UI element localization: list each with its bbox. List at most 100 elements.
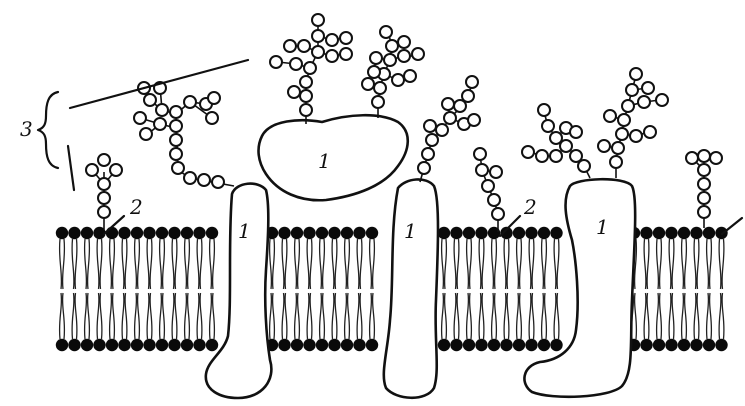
sugar-residue xyxy=(482,180,494,192)
sugar-residue xyxy=(380,26,392,38)
lipid-head-inner xyxy=(303,339,315,351)
lipid-head-inner xyxy=(156,339,168,351)
sugar-residue xyxy=(98,178,110,190)
sugar-residue xyxy=(326,34,338,46)
lipid-tail xyxy=(320,239,325,339)
sugar-residue xyxy=(476,164,488,176)
sugar-residue xyxy=(550,132,562,144)
sugar-residue xyxy=(622,100,634,112)
sugar-residue xyxy=(444,112,456,124)
sugar-residue xyxy=(170,148,182,160)
lipid-head-inner xyxy=(316,339,328,351)
lipid-head-outer xyxy=(341,227,353,239)
lipid-head-inner xyxy=(56,339,68,351)
lipid-head-inner xyxy=(538,339,550,351)
label-protein-left: 1 xyxy=(238,219,251,243)
glycolipid-leader-right xyxy=(722,218,742,234)
lipid-head-inner xyxy=(131,339,143,351)
sugar-residue xyxy=(86,164,98,176)
sugar-residue xyxy=(550,150,562,162)
label-glycolipid-left: 2 xyxy=(129,195,143,219)
sugar-residue xyxy=(392,74,404,86)
lipid-tail xyxy=(504,239,509,339)
lipid-head-outer xyxy=(81,227,93,239)
lipid-tail xyxy=(60,239,65,339)
sugar-residue xyxy=(374,82,386,94)
lipid-head-outer xyxy=(450,227,462,239)
sugar-residue xyxy=(422,148,434,160)
sugar-residue xyxy=(698,150,710,162)
lipid-head-inner xyxy=(703,339,715,351)
lipid-head-outer xyxy=(475,227,487,239)
lipid-head-outer xyxy=(206,227,218,239)
lipid-head-inner xyxy=(68,339,80,351)
lipid-head-outer xyxy=(703,227,715,239)
sugar-residue xyxy=(656,94,668,106)
sugar-residue xyxy=(398,50,410,62)
sugar-residue xyxy=(312,14,324,26)
sugar-residue xyxy=(418,162,430,174)
lipid-head-outer xyxy=(665,227,677,239)
sugar-residue xyxy=(630,130,642,142)
sugar-residue xyxy=(284,40,296,52)
lipid-head-inner xyxy=(488,339,500,351)
lipid-head-inner xyxy=(206,339,218,351)
lipid-head-inner xyxy=(525,339,537,351)
lipid-tail xyxy=(357,239,362,339)
lipid-tail xyxy=(332,239,337,339)
lipid-tail xyxy=(110,239,115,339)
lipid-head-outer xyxy=(463,227,475,239)
lipid-head-inner xyxy=(513,339,525,351)
lipid-head-inner xyxy=(550,339,562,351)
sugar-residue xyxy=(686,152,698,164)
label-protein-peripheral: 1 xyxy=(318,149,331,173)
sugar-residue xyxy=(288,86,300,98)
lipid-head-outer xyxy=(56,227,68,239)
lipid-tail xyxy=(669,239,674,339)
sugar-residue xyxy=(612,142,624,154)
sugar-residue xyxy=(98,192,110,204)
sugar-residue xyxy=(208,92,220,104)
lipid-tail xyxy=(479,239,484,339)
sugar-residue xyxy=(98,154,110,166)
lipid-tail xyxy=(85,239,90,339)
lipid-head-inner xyxy=(93,339,105,351)
lipid-head-inner xyxy=(500,339,512,351)
lipid-tail xyxy=(160,239,165,339)
sugar-residue xyxy=(710,152,722,164)
lipid-head-outer xyxy=(366,227,378,239)
peripheral-protein xyxy=(259,115,408,200)
sugar-residue xyxy=(442,98,454,110)
sugar-residue xyxy=(300,90,312,102)
sugar-residue xyxy=(536,150,548,162)
lipid-head-outer xyxy=(106,227,118,239)
sugar-residue xyxy=(638,96,650,108)
lipid-head-inner xyxy=(463,339,475,351)
lipid-tail xyxy=(682,239,687,339)
lipid-tail xyxy=(694,239,699,339)
sugar-residue xyxy=(404,70,416,82)
sugar-residue xyxy=(698,164,710,176)
sugar-residue xyxy=(386,40,398,52)
glycocalyx-pointer-bottom xyxy=(68,146,74,190)
sugar-residue xyxy=(598,140,610,152)
sugar-residue xyxy=(466,76,478,88)
sugar-residue xyxy=(644,126,656,138)
sugar-residue xyxy=(490,166,502,178)
lipid-tail xyxy=(72,239,77,339)
sugar-residue xyxy=(298,40,310,52)
sugar-residue xyxy=(326,50,338,62)
sugar-residue xyxy=(570,150,582,162)
sugar-residue xyxy=(610,156,622,168)
lipid-head-outer xyxy=(328,227,340,239)
glycocalyx-pointer-top xyxy=(70,60,248,108)
lipid-tail xyxy=(345,239,350,339)
sugar-residue xyxy=(172,162,184,174)
sugar-residue xyxy=(300,104,312,116)
lipid-head-inner xyxy=(678,339,690,351)
sugar-residue xyxy=(370,52,382,64)
sugar-residue xyxy=(616,128,628,140)
lipid-tail xyxy=(122,239,127,339)
lipid-head-inner xyxy=(640,339,652,351)
